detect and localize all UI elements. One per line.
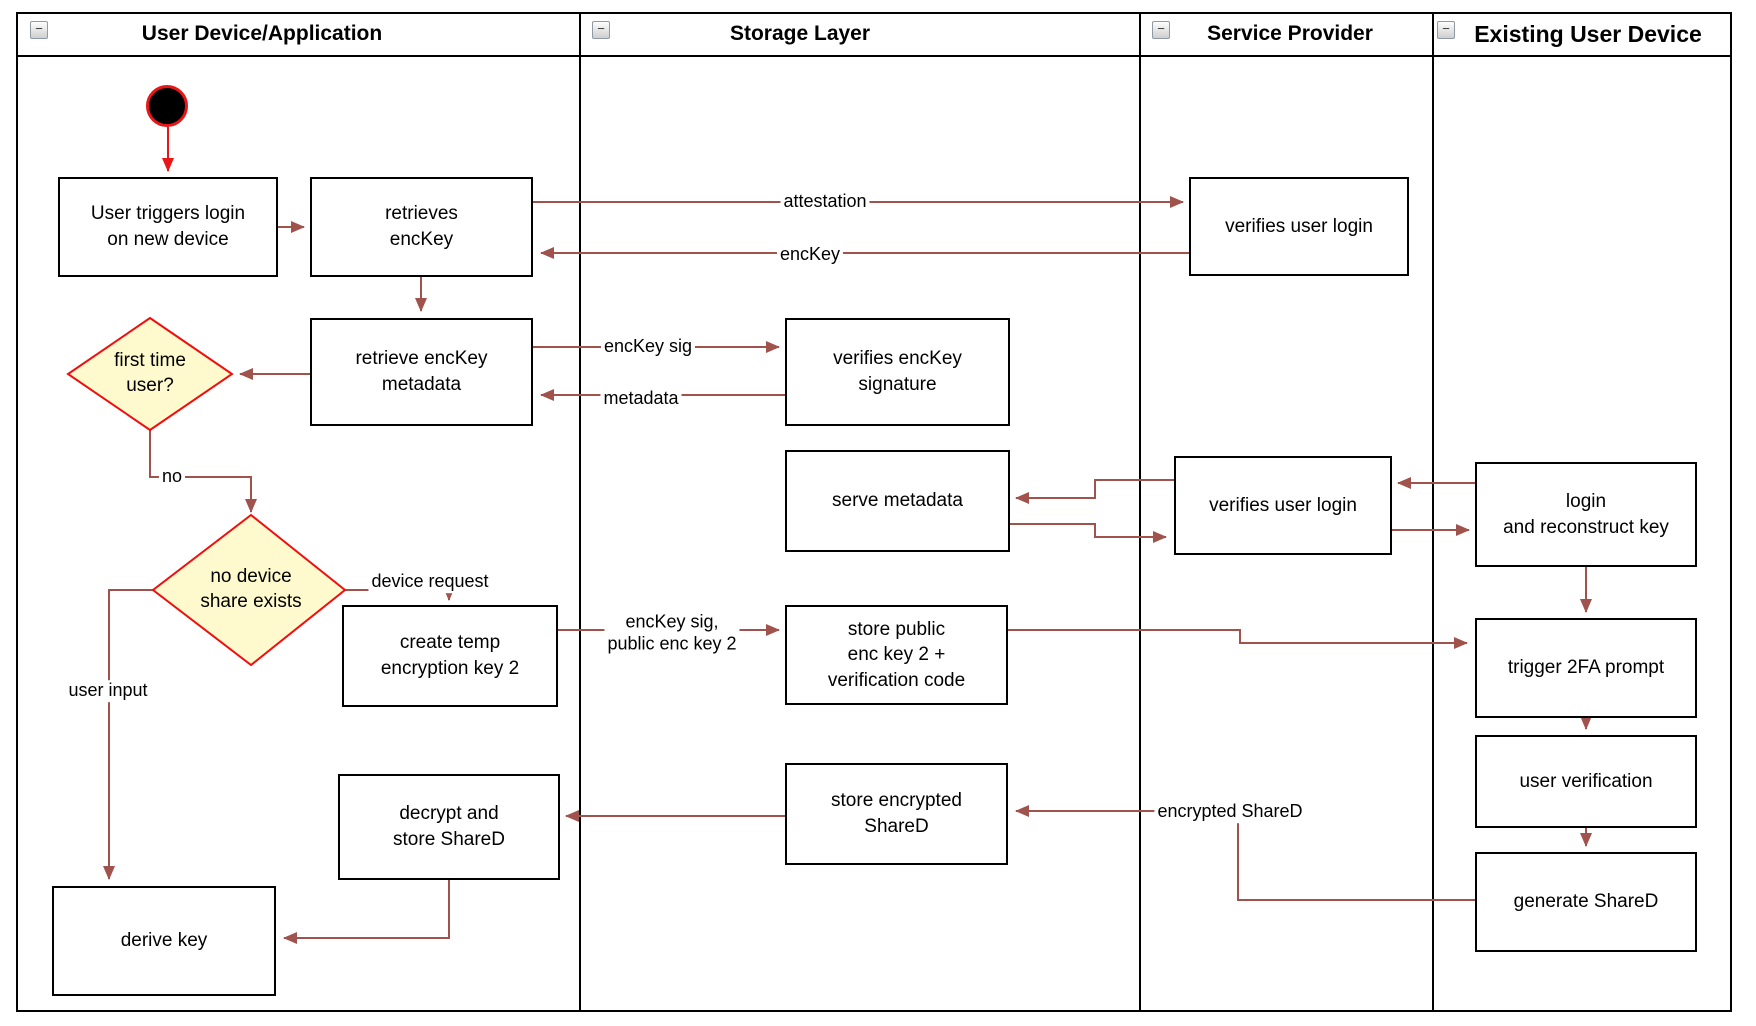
node-verifies-user-login-2[interactable]: verifies user login: [1174, 456, 1392, 555]
edge-decrypt-to-derive-key: [283, 880, 450, 944]
node-serve-metadata[interactable]: serve metadata: [785, 450, 1010, 552]
edge-serve-metadata-to-verifies2: [1010, 523, 1167, 543]
decision-no-device-share-exists-label: no device share exists: [200, 566, 302, 612]
node-store-encrypted-shared[interactable]: store encrypted ShareD: [785, 763, 1008, 865]
node-generate-shared[interactable]: generate ShareD: [1475, 852, 1697, 952]
lane-divider: [1139, 12, 1141, 1012]
edge-label-device-request: device request: [368, 571, 492, 593]
edge-label-user-input: user input: [65, 680, 151, 702]
node-retrieve-enckey-metadata[interactable]: retrieve encKey metadata: [310, 318, 533, 426]
collapse-icon[interactable]: −: [1437, 21, 1455, 39]
node-verifies-enckey-signature[interactable]: verifies encKey signature: [785, 318, 1010, 426]
node-user-verification[interactable]: user verification: [1475, 735, 1697, 828]
edge-no: [149, 430, 257, 513]
node-decrypt-and-store-shared[interactable]: decrypt and store ShareD: [338, 774, 560, 880]
decision-first-time-user[interactable]: [66, 316, 234, 432]
node-verifies-user-login-1[interactable]: verifies user login: [1189, 177, 1409, 276]
node-derive-key[interactable]: derive key: [52, 886, 276, 996]
collapse-icon[interactable]: −: [30, 21, 48, 39]
lane-divider: [579, 12, 581, 1012]
edge-label-encrypted-shared: encrypted ShareD: [1154, 801, 1306, 823]
edge-user-input: [103, 589, 153, 880]
node-create-temp-encryption-key-2[interactable]: create temp encryption key 2: [342, 605, 558, 707]
lane-header-user-device-application: User Device/Application: [141, 22, 383, 45]
decision-first-time-user-label: first time user?: [114, 350, 186, 396]
lane-header-service-provider: Service Provider: [1207, 22, 1373, 45]
node-trigger-2fa-prompt[interactable]: trigger 2FA prompt: [1475, 618, 1697, 718]
edge-encrypted-shared: [1015, 805, 1475, 901]
lane-header-existing-user-device: Existing User Device: [1474, 21, 1702, 47]
collapse-icon[interactable]: −: [1152, 21, 1170, 39]
edge-verifies2-to-serve-metadata: [1015, 479, 1174, 504]
edge-label-enckey-sig: encKey sig: [600, 336, 696, 358]
edge-store-public-to-trigger-2fa: [1008, 629, 1468, 649]
decision-no-device-share-exists[interactable]: [151, 513, 347, 667]
edge-label-enckey: encKey: [776, 244, 844, 266]
edge-label-enckey-sig-public-enc-key-2: encKey sig, public enc key 2: [604, 611, 740, 655]
edge-label-no: no: [158, 466, 186, 488]
collapse-icon[interactable]: −: [592, 21, 610, 39]
lane-header-storage-layer: Storage Layer: [729, 22, 871, 45]
edge-label-attestation: attestation: [780, 191, 870, 213]
lane-divider: [1432, 12, 1434, 1012]
node-retrieves-enckey[interactable]: retrieves encKey: [310, 177, 533, 277]
start-node[interactable]: [146, 85, 188, 127]
edge-label-metadata: metadata: [600, 388, 682, 410]
node-login-and-reconstruct-key[interactable]: login and reconstruct key: [1475, 462, 1697, 567]
node-user-triggers-login[interactable]: User triggers login on new device: [58, 177, 278, 277]
header-separator: [16, 55, 1732, 57]
node-store-public-enc-key-2[interactable]: store public enc key 2 + verification co…: [785, 605, 1008, 705]
